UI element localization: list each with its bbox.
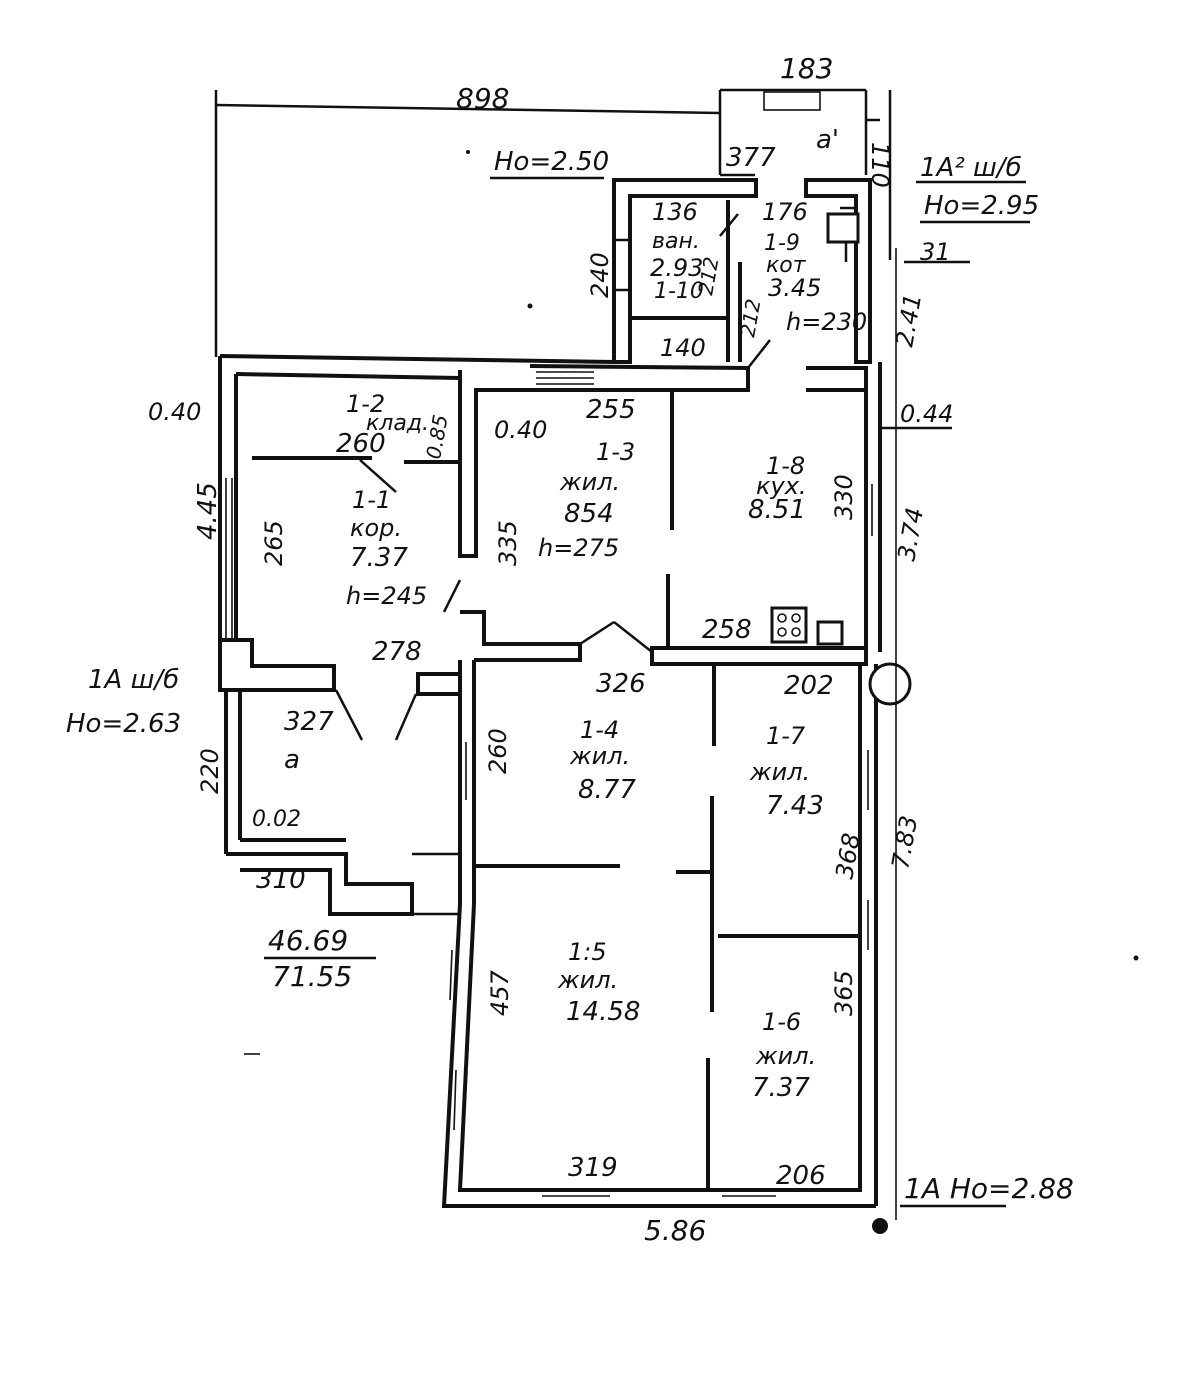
room-1-9-id: 1-9 [764, 231, 800, 256]
column-icon [868, 662, 912, 706]
room-1-7-area: 7.43 [766, 791, 824, 821]
room-labels: 1-2 клад. 1-1 кор. 7.37 h=245 1-3 жил. 8… [284, 125, 867, 1103]
dim-room16-right: 365 [830, 970, 858, 1016]
porch-a1 [720, 91, 880, 177]
room-1-9-height: h=230 [786, 308, 867, 336]
dim-bath-left: 240 [586, 252, 614, 298]
dim-left-outer: 4.45 [193, 482, 223, 540]
room-1-1-name: кор. [350, 514, 402, 542]
dim-right-wall-thk: 0.44 [900, 400, 953, 428]
site-outline [214, 88, 892, 357]
dim-kitchen-right: 330 [830, 474, 858, 520]
dim-room17-top: 202 [784, 671, 834, 701]
dim-right-outer-mid: 3.74 [892, 506, 929, 563]
level-marker-right-top: 1А² ш/б [920, 153, 1022, 183]
room-1-1-id: 1-1 [352, 486, 391, 514]
total-living-area: 46.69 [268, 924, 348, 957]
room-1-9-area: 3.45 [768, 274, 821, 302]
dim-room15-bottom: 319 [568, 1153, 618, 1183]
room-a-id: а [284, 745, 300, 775]
dim-room14-top: 326 [596, 669, 646, 699]
level-marker-bottom-right: 1А Hо=2.88 [904, 1172, 1074, 1205]
stove-icon [770, 606, 808, 644]
dim-room16-bottom: 206 [776, 1161, 826, 1191]
room-1-3-name: жил. [559, 468, 620, 496]
dim-room15-left: 457 [486, 969, 514, 1016]
dim-vestibule-bottom: 310 [256, 865, 306, 895]
level-marker-left: 1А ш/б [88, 665, 179, 695]
room-1-8-name: кух. [756, 472, 807, 500]
dim-corridor-inner-left: 265 [260, 520, 288, 566]
dim-pantry-width: 260 [336, 429, 386, 459]
room-1-7-name: жил. [749, 758, 810, 786]
room-1-1-height: h=245 [346, 582, 427, 610]
room-1-4-area: 8.77 [578, 775, 636, 805]
dim-living13-top: 255 [586, 395, 636, 425]
room-1-4-name: жил. [569, 742, 630, 770]
room-1-2-id: 1-2 [346, 390, 385, 418]
room-1-6-name: жил. [755, 1042, 816, 1070]
total-area: 71.55 [272, 960, 352, 993]
dim-bath-inner-top: 136 [652, 198, 698, 226]
room-1-10-area: 2.93 [650, 254, 703, 282]
room-1-6-area: 7.37 [752, 1073, 810, 1103]
dim-top-overall: 898 [456, 82, 509, 115]
dim-boiler-partition: 212 [735, 297, 765, 339]
dim-living13-right: 335 [494, 520, 522, 566]
room-1-3-height: h=275 [538, 534, 619, 562]
room-1-5-id: 1:5 [568, 938, 607, 966]
room-1-3-id: 1-3 [596, 438, 635, 466]
room-a1-id: а' [816, 125, 839, 155]
dim-room14-left: 260 [484, 728, 512, 774]
dim-corridor-left-small: 0.40 [148, 398, 201, 426]
dim-vestibule-top: 327 [284, 707, 334, 737]
room-1-10-name: ван. [652, 229, 700, 254]
room-1-10-id: 1-10 [654, 279, 704, 304]
level-ho-top: Hо=2.50 [494, 147, 609, 177]
area-totals: 46.69 71.55 [264, 924, 376, 993]
dimension-labels: 898 183 110 377 240 136 140 212 176 212 … [148, 52, 970, 1247]
room-1-1-area: 7.37 [350, 543, 408, 573]
dim-vestibule-wall: 0.02 [252, 807, 301, 832]
stairs [536, 371, 594, 385]
sink-icon [816, 620, 844, 646]
level-ho-right-top: Hо=2.95 [924, 191, 1039, 221]
dim-bath-inner-bottom: 140 [660, 334, 706, 362]
room-1-5-area: 14.58 [566, 997, 640, 1027]
dim-bottom-overall: 5.86 [644, 1214, 706, 1247]
room-1-4-id: 1-4 [580, 716, 619, 744]
dim-vestibule-left: 220 [196, 748, 224, 794]
dim-living13-wall: 0.40 [494, 416, 547, 444]
dim-porch-height: 110 [866, 142, 894, 188]
room-1-6-id: 1-6 [762, 1008, 801, 1036]
room-1-7-id: 1-7 [766, 722, 806, 750]
room-1-8-area: 8.51 [748, 495, 806, 525]
room-1-8-id: 1-8 [766, 452, 805, 480]
room-1-3-area: 854 [564, 499, 614, 529]
dim-kitchen-bottom: 258 [702, 615, 752, 645]
level-ho-left: Hо=2.63 [66, 709, 181, 739]
level-markers: Hо=2.50 1А² ш/б Hо=2.95 1А ш/б Hо=2.63 1… [66, 147, 1074, 1208]
outer-walls [218, 213, 912, 1234]
dim-corridor-bottom: 278 [372, 637, 422, 667]
room-1-2-name: клад. [366, 411, 429, 436]
room-1-5-name: жил. [557, 966, 618, 994]
dim-right-outer-low: 7.83 [886, 814, 923, 871]
benchmark-icon [872, 1218, 888, 1234]
dim-porch-top: 183 [780, 52, 833, 85]
dim-boiler-top: 176 [762, 198, 808, 226]
room-1-9-name: кот [766, 253, 807, 278]
dim-bath-top: 377 [726, 143, 776, 173]
